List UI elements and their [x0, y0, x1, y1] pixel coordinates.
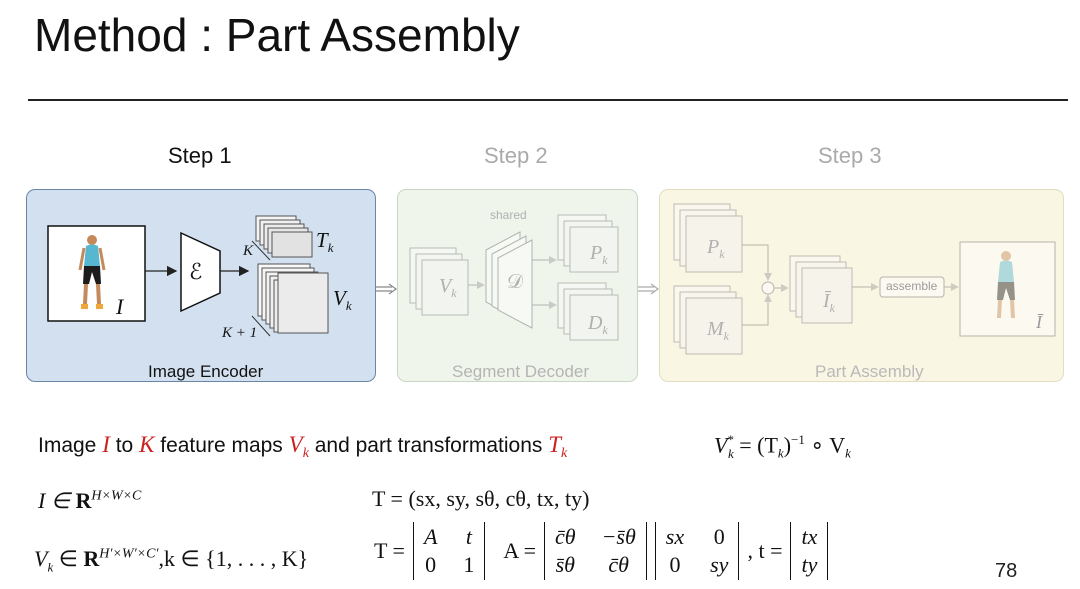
- decoder-symbol: 𝒟: [507, 271, 523, 293]
- assembly-output-label: Ī: [1036, 312, 1042, 332]
- input-image: [47, 225, 146, 322]
- step-1-label: Step 1: [168, 143, 232, 168]
- panel-connector-2: [638, 283, 660, 295]
- transform-tuple-equation: T = (sx, sy, sθ, cθ, tx, ty): [372, 486, 590, 511]
- transform-stack: [251, 215, 313, 261]
- dim-k-label: K: [243, 243, 254, 259]
- feature-space-equation: Vk ∈ RH′×W′×C′,k ∈ {1, . . . , K}: [34, 546, 309, 575]
- transform-label: Tk: [316, 228, 334, 256]
- decoder-input-label: Vk: [439, 275, 457, 300]
- assemble-label: assemble: [886, 279, 938, 293]
- method-description: Image I to K feature maps Vk and part tr…: [38, 432, 568, 462]
- step-3-label: Step 3: [818, 143, 882, 168]
- step-2-label: Step 2: [484, 143, 548, 168]
- segment-decoder-panel: [397, 189, 638, 382]
- assembly-m-label: Mk: [707, 318, 729, 343]
- encoder-symbol: ℰ: [189, 259, 203, 284]
- image-encoder-caption: Image Encoder: [148, 362, 264, 381]
- decoder-out-p-label: Pk: [590, 242, 608, 267]
- vstar-equation: V*k = (Tk)−1 ∘ Vk: [714, 432, 851, 461]
- decoder-out-d-label: Dk: [588, 312, 608, 337]
- slide-title: Method : Part Assembly: [34, 9, 520, 61]
- person-figure-icon: [78, 235, 106, 309]
- encoder-trapezoid: [180, 231, 221, 313]
- assembly-p-label: Pk: [707, 236, 725, 261]
- panel-connector-1: [376, 283, 398, 295]
- page-number: 78: [995, 560, 1018, 582]
- segment-decoder-caption: Segment Decoder: [452, 362, 590, 381]
- assembly-diagram: [673, 203, 1056, 355]
- feature-map-stack: [251, 263, 329, 337]
- input-image-label: I: [116, 294, 124, 319]
- image-space-equation: I ∈ RH×W×C: [38, 488, 142, 513]
- shared-label: shared: [490, 208, 527, 222]
- assembled-person-icon: [997, 251, 1015, 318]
- dim-k1-label: K + 1: [222, 325, 258, 341]
- part-assembly-caption: Part Assembly: [815, 362, 924, 381]
- feature-label: Vk: [333, 286, 352, 314]
- decoder-diagram: [409, 214, 619, 341]
- title-divider: [28, 99, 1068, 101]
- part-assembly-panel: [659, 189, 1064, 382]
- assembly-ibar-label: Īk: [823, 290, 835, 315]
